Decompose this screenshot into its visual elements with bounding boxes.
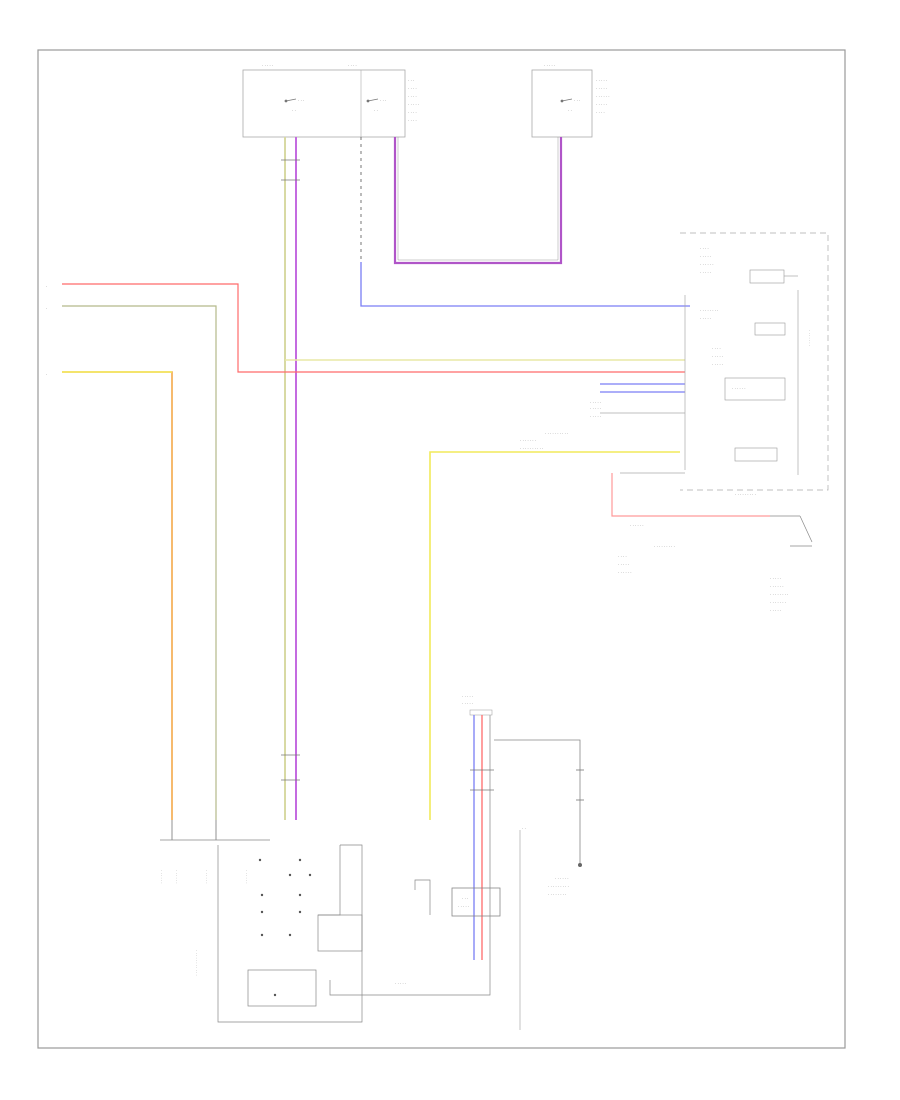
svg-text:· · · · ·: · · · · · [770, 608, 781, 613]
svg-text:· · · · · · ·: · · · · · · · [520, 438, 536, 443]
svg-text:· · · · ·: · · · · · [462, 701, 473, 706]
svg-text:· · · · ·: · · · · · [700, 316, 711, 321]
svg-text:· · · ·: · · · · [596, 110, 605, 115]
fuse-box-left: · · · · · · · · · · · · · · · · · · · · … [242, 63, 419, 138]
svg-text:· ·: · · [292, 108, 296, 113]
svg-text:· · · · ·: · · · · · [458, 904, 469, 909]
connector-marks-top [281, 159, 300, 781]
svg-text:· · · · · · · · ·: · · · · · · · · · [654, 544, 675, 549]
svg-text:· ·: · · [568, 108, 572, 113]
svg-text:· · · · ·: · · · · · [590, 414, 601, 419]
svg-text:· · · · ·: · · · · · [712, 354, 723, 359]
svg-text:· · · · · ·: · · · · · · [555, 876, 569, 881]
switch-symbol: · · · · · · [724, 377, 786, 401]
svg-text:· · · · · ·: · · · · · · [159, 870, 164, 884]
fuse-symbol: · · · · · [284, 98, 304, 113]
svg-text:· · · · · ·: · · · · · · [204, 870, 209, 884]
svg-text:· · · · · ·: · · · · · · [244, 870, 249, 884]
svg-text:· · · · ·: · · · · · [712, 362, 723, 367]
svg-text:· · · · · ·: · · · · · · [700, 262, 714, 267]
svg-text:· · · · ·: · · · · · [618, 562, 629, 567]
wire-gray-green [62, 305, 217, 820]
svg-text:· · · · ·: · · · · · [408, 102, 419, 107]
diagram-border [37, 49, 846, 1049]
svg-text:· · · · ·: · · · · · [590, 406, 601, 411]
svg-text:· · · · · · ·: · · · · · · · [807, 330, 812, 346]
svg-text:· · · · · · · · · ·: · · · · · · · · · · [520, 446, 543, 451]
module-right: · · · · · · · · · · · · · · · · · · · · … [680, 232, 829, 497]
svg-text:· · · · · · · ·: · · · · · · · · [700, 308, 718, 313]
svg-text:· · · · · ·: · · · · · · [732, 386, 746, 391]
wire-purple-loop [393, 137, 563, 265]
svg-text:· · · ·: · · · · [618, 554, 627, 559]
svg-text:· · · ·: · · · · [712, 346, 721, 351]
sensor-connector: · · · · · · · · · · [462, 694, 494, 960]
svg-text:·: · [46, 372, 47, 377]
svg-text:· · · · · · · ·: · · · · · · · · [770, 592, 788, 597]
svg-text:· · · · ·: · · · · · [462, 694, 473, 699]
svg-text:·: · [46, 306, 47, 311]
svg-text:· · ·: · · · [408, 78, 414, 83]
svg-text:· · · · ·: · · · · · [590, 400, 601, 405]
short-wires-right [600, 383, 685, 474]
svg-text:· ·: · · [374, 108, 378, 113]
svg-text:· · · ·: · · · · [408, 110, 417, 115]
svg-text:·: · [46, 284, 47, 289]
wire-yellow-orange [62, 371, 173, 820]
svg-text:· · ·: · · · [574, 98, 580, 103]
svg-text:· · · · ·: · · · · · [700, 254, 711, 259]
svg-text:· · · ·: · · · · [348, 63, 357, 68]
svg-text:· · · · ·: · · · · · [596, 86, 607, 91]
terminal-dots [258, 858, 312, 997]
switch-symbol [749, 269, 798, 284]
svg-text:· · · · · ·: · · · · · · [770, 584, 784, 589]
wire-pink: · · · · · · · · · · · · · · · · · · · · … [611, 473, 813, 613]
svg-text:· · · · · · · · · · ·: · · · · · · · · · · · [194, 950, 199, 976]
svg-text:· · · · · · ·: · · · · · · · [770, 600, 786, 605]
wire-red [62, 283, 685, 373]
wire-yellow [429, 451, 680, 820]
svg-text:· · · · ·: · · · · · [544, 63, 555, 68]
svg-text:· · ·: · · · [298, 98, 304, 103]
control-module: · · · · · · · · · · · · · · · · · · · · … [159, 820, 491, 1023]
svg-text:· · · · ·: · · · · · [700, 270, 711, 275]
svg-text:· · · · · · · · ·: · · · · · · · · · [548, 884, 569, 889]
svg-text:· · · · · ·: · · · · · · [174, 870, 179, 884]
switch-symbol [754, 322, 786, 336]
svg-text:· · · · · · · · · ·: · · · · · · · · · · [545, 431, 568, 436]
ground-wire: · · · · · · · · · · · · · · · · · · · · … [494, 739, 584, 897]
svg-text:· ·: · · [522, 826, 526, 831]
sensor-unit: · · · · · · · · [451, 887, 501, 917]
svg-text:· · · ·: · · · · [408, 94, 417, 99]
svg-text:· · ·: · · · [380, 98, 386, 103]
svg-text:· · · ·: · · · · [408, 86, 417, 91]
switch-symbol [734, 447, 778, 462]
svg-text:· · · · · ·: · · · · · · [630, 523, 644, 528]
svg-text:· · · · ·: · · · · · [395, 981, 406, 986]
svg-text:· · ·: · · · [462, 896, 468, 901]
svg-text:· · · · ·: · · · · · [770, 576, 781, 581]
svg-text:· · · · ·: · · · · · [596, 78, 607, 83]
svg-text:· · · · · · · · ·: · · · · · · · · · [735, 492, 756, 497]
svg-text:· · · ·: · · · · [408, 118, 417, 123]
wire-blue [360, 262, 690, 307]
svg-text:· · · · ·: · · · · · [596, 102, 607, 107]
svg-text:· · · · · ·: · · · · · · [596, 94, 610, 99]
svg-text:· · · · · ·: · · · · · · [618, 570, 632, 575]
svg-text:· · · · · · · ·: · · · · · · · · [548, 892, 566, 897]
fuse-symbol: · · · · · [366, 98, 386, 113]
fuse-box-right: · · · · · · · · · · · · · · · · · · · · … [531, 63, 610, 138]
svg-text:· · · · ·: · · · · · [262, 63, 273, 68]
svg-text:· · · ·: · · · · [700, 246, 709, 251]
